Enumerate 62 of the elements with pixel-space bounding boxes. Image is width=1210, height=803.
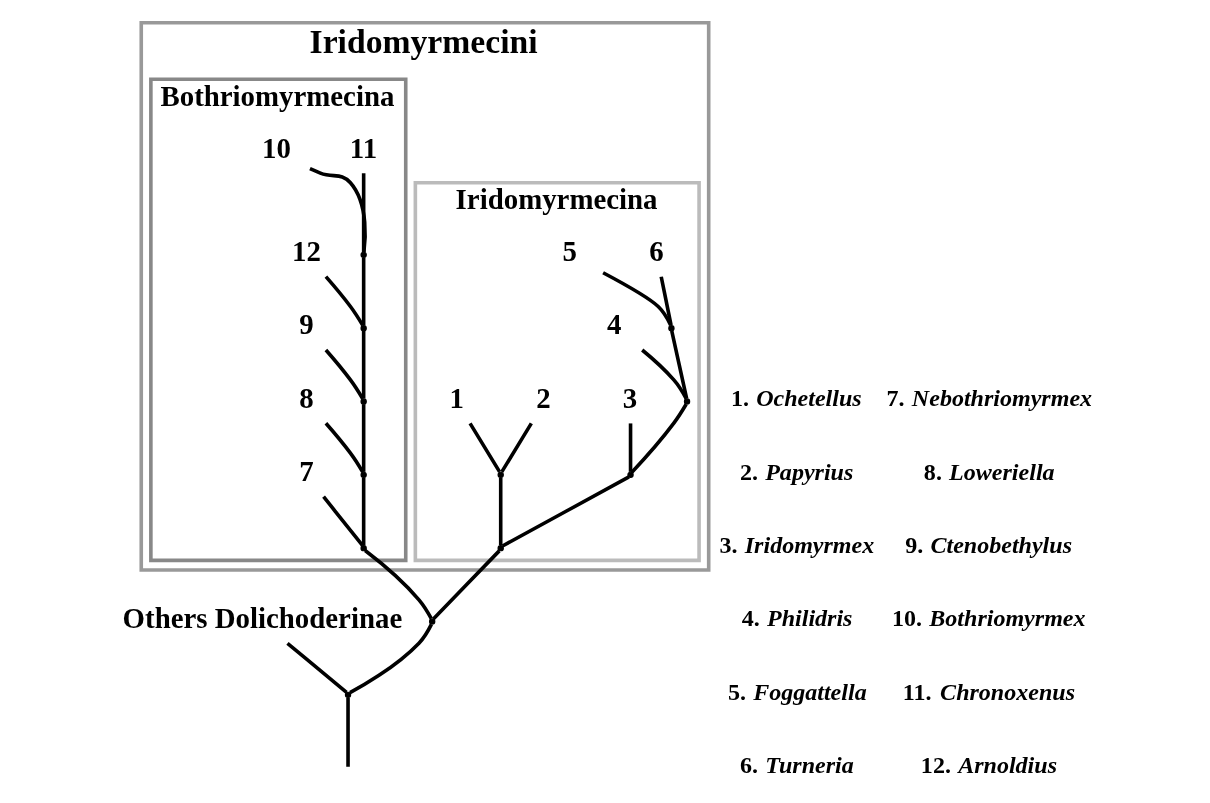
label: 2. Papyrius [739,458,854,485]
node-text: 9 [299,308,314,341]
label: 12. Arnoldius [920,751,1058,778]
node-text: 10 [262,131,291,164]
connector [322,495,365,547]
connector [641,348,688,400]
connector [498,477,503,546]
label: 5. Foggattella [727,678,867,705]
node-text: 8 [299,381,314,414]
label: 1. Ochetellus [730,385,862,412]
connector [349,623,433,695]
node-point [668,324,675,332]
label: 6. Turneria [739,751,854,778]
connector [324,275,365,327]
connector [361,404,366,472]
label: 7. Nebothriomyrmex [886,385,1093,412]
connector [361,257,366,326]
connector [630,403,688,474]
connector [500,422,533,473]
label: 11. Chronoxenus [902,678,1076,705]
node-text: 3 [622,381,638,414]
connector [659,276,673,326]
connector [628,423,633,472]
node-point [360,324,367,332]
node-text: 1 [449,381,465,414]
connector [324,348,365,400]
node-point [360,251,367,259]
node-point [360,544,367,552]
connector [364,549,433,620]
node-text: Others Dolichoderinae [122,601,403,634]
label: 8. Loweriella [923,458,1055,485]
node-text: 6 [649,235,664,268]
label: 10. Bothriomyrmex [892,605,1086,632]
connector [361,477,366,546]
connector [361,330,366,399]
node-point [627,471,634,479]
connector [324,422,365,473]
node-point [360,471,367,479]
connector [468,422,502,473]
label: 3. Iridomyrmex [719,531,875,558]
node-point [497,471,504,479]
node-point [429,618,436,625]
node-text: 7 [299,455,314,488]
connector [361,173,366,253]
node-point [683,398,691,405]
node-point [360,398,367,405]
connector [432,549,501,621]
connector [346,697,350,767]
node-text: 5 [562,235,578,268]
node-text: 2 [536,381,551,414]
node-text: 12 [292,235,321,268]
connector [309,167,367,253]
node-text: 11 [349,131,378,164]
node-point [497,544,504,552]
node-text: 4 [607,308,622,341]
connector [286,641,348,694]
connector [670,330,689,399]
label: 4. Philidris [741,605,853,632]
connector [602,271,673,327]
label: 9. Ctenobethylus [905,531,1073,558]
connector [501,475,630,548]
node-point [344,691,352,699]
